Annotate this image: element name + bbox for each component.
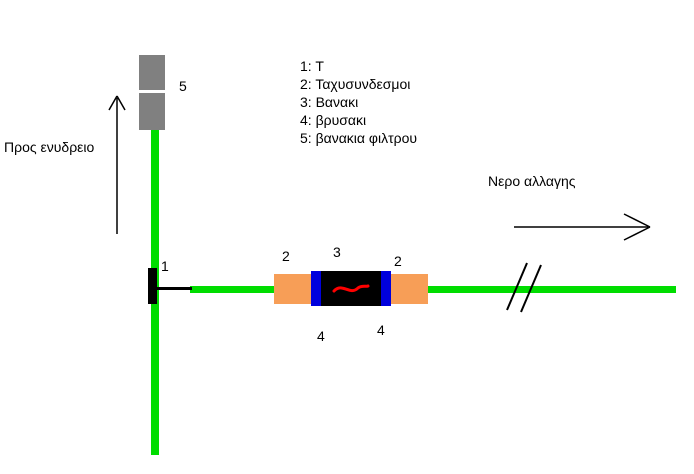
- quick-connector-right: [391, 274, 428, 304]
- valve-handle-icon: [332, 284, 370, 293]
- marker-valve: 3: [333, 244, 341, 260]
- tap-band-right: [381, 271, 391, 306]
- horizontal-pipe: [190, 286, 676, 293]
- legend-item-4: 4: βρυσακι: [300, 112, 367, 128]
- legend-item-5: 5: βανακια φιλτρου: [300, 130, 418, 146]
- quick-connector-left: [274, 274, 311, 304]
- label-water-change: Νερο αλλαγης: [488, 173, 576, 189]
- label-to-aquarium: Προς ενυδρειο: [4, 139, 95, 155]
- up-arrow-icon: [108, 95, 126, 234]
- tap-band-left: [311, 271, 321, 306]
- legend-item-3: 3: Βανακι: [300, 94, 359, 110]
- marker-tee: 1: [161, 258, 169, 274]
- marker-quick-connector-right: 2: [394, 253, 402, 269]
- legend-item-2: 2: Ταχυσυνδεσμοι: [300, 76, 411, 92]
- valve-body: [311, 271, 391, 306]
- marker-quick-connector-left: 2: [282, 248, 290, 264]
- tee-stub: [156, 287, 192, 290]
- tee-junction: [148, 268, 157, 304]
- legend-item-1: 1: Τ: [300, 58, 324, 74]
- filter-valve-box-bottom: [139, 93, 165, 130]
- marker-tap-left: 4: [317, 328, 325, 344]
- marker-filter-valves: 5: [179, 78, 187, 94]
- filter-valve-box-top: [139, 55, 165, 90]
- right-arrow-icon: [514, 213, 651, 241]
- pipe-break-icon: [506, 262, 542, 313]
- marker-tap-right: 4: [377, 322, 385, 338]
- legend: 1: Τ 2: Ταχυσυνδεσμοι 3: Βανακι 4: βρυσα…: [300, 57, 417, 147]
